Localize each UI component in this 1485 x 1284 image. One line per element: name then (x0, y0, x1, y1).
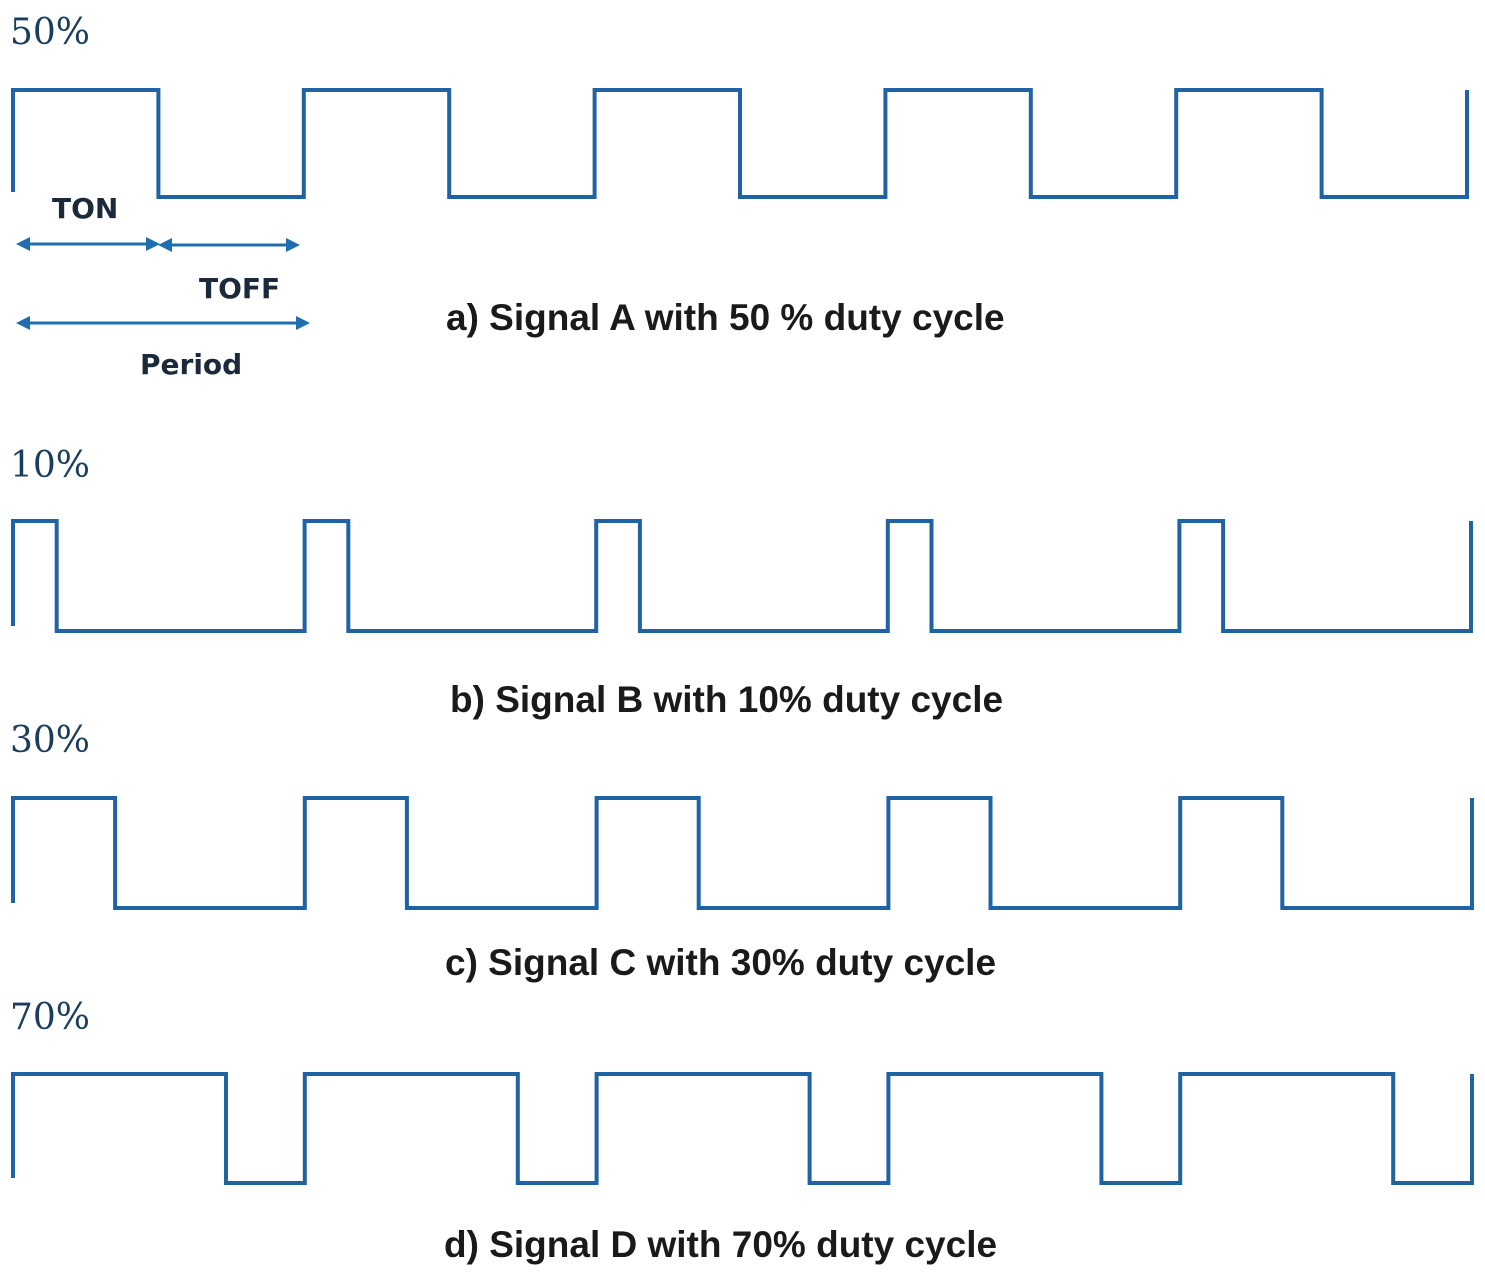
arrow-toff-right-head (286, 238, 300, 252)
toff-label: TOFF (199, 272, 280, 305)
timing-annotations: TON TOFF Period (22, 192, 302, 381)
period-label: Period (140, 348, 242, 381)
signal-c-caption: c) Signal C with 30% duty cycle (445, 942, 996, 983)
signal-b-caption: b) Signal B with 10% duty cycle (450, 679, 1003, 720)
signal-d-caption: d) Signal D with 70% duty cycle (444, 1224, 997, 1265)
signal-d-waveform (11, 1072, 1474, 1185)
signal-b-waveform (11, 519, 1473, 633)
arrow-period-right-head (296, 316, 310, 330)
signal-b-group: 10% b) Signal B with 10% duty cycle (10, 445, 1473, 720)
ton-label: TON (52, 192, 118, 225)
arrow-period-left-head (16, 316, 30, 330)
arrow-toff-left-head (158, 238, 172, 252)
signal-d-group: 70% d) Signal D with 70% duty cycle (10, 997, 1474, 1265)
signal-d-percent-label: 70% (10, 997, 90, 1038)
signal-c-waveform (11, 796, 1474, 910)
arrow-ton-right-head (146, 237, 160, 251)
arrow-ton-left-head (16, 237, 30, 251)
signal-c-percent-label: 30% (10, 720, 90, 761)
signal-a-waveform (11, 88, 1469, 199)
signal-c-group: 30% c) Signal C with 30% duty cycle (10, 720, 1474, 983)
signal-b-percent-label: 10% (10, 445, 90, 486)
signal-a-percent-label: 50% (10, 12, 90, 53)
signal-a-group: 50% a) Signal A with 50 % duty cycle (10, 12, 1469, 338)
signal-a-caption: a) Signal A with 50 % duty cycle (446, 297, 1005, 338)
